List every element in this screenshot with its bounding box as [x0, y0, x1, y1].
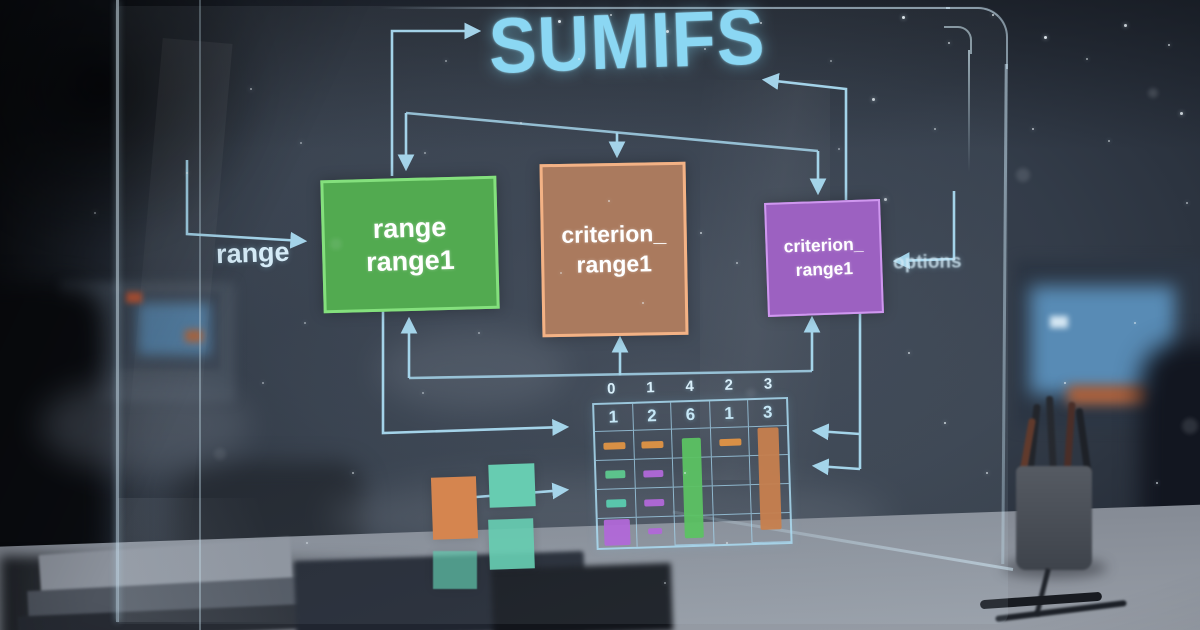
table-cell [596, 488, 636, 519]
swatch-teal-reflection [433, 551, 477, 589]
box-criterion2-line2: range1 [795, 257, 854, 280]
table-cell [635, 487, 674, 518]
table-bar-green-tall [681, 437, 704, 539]
table-bar-teal [605, 499, 627, 508]
right-screen-spot [1050, 316, 1068, 328]
table-bar-orange [603, 441, 626, 450]
swatch-orange [430, 476, 479, 540]
panel-corner-inner [944, 26, 972, 54]
panel-corner [946, 7, 1008, 69]
table-cell [710, 427, 750, 458]
table-cell-value: 2 [632, 402, 672, 431]
distribute-line [405, 111, 819, 153]
pencil-cup [1016, 466, 1092, 570]
swatch-teal [488, 463, 536, 508]
left-screen-glow [138, 303, 210, 355]
arrow-green-to-title [390, 22, 482, 176]
table-column: 3 [748, 399, 791, 544]
panel-edge-left-inner [199, 0, 201, 630]
options-label: options [892, 251, 962, 274]
table-header-value: 0 [606, 380, 616, 398]
swatch-teal [488, 518, 535, 570]
panel-edge-left [116, 0, 119, 622]
table-bar-orange [718, 437, 742, 446]
table-cell [636, 517, 674, 546]
page-title: SUMIFS [487, 0, 767, 90]
table-bar-purple-block [603, 518, 631, 546]
collect-line [408, 369, 813, 380]
chair-headrest [585, 368, 750, 450]
panel-edge-right-inner [967, 50, 970, 172]
box-criterion2-line1: criterion_ [783, 233, 864, 257]
table-bar-green [605, 470, 626, 479]
table-header-value: 3 [763, 375, 773, 393]
table-cell [712, 485, 752, 516]
table-column: 1 [594, 403, 638, 548]
table-bar-purple [643, 469, 664, 478]
table-cell [598, 518, 636, 547]
table-cell-value: 1 [594, 403, 633, 433]
box-range-line1: range [372, 212, 447, 245]
table-bar-brown-tall [757, 427, 782, 530]
table-cell [633, 429, 673, 460]
table-bar-orange [641, 440, 664, 449]
table-cell [634, 458, 673, 489]
table-column: 1 [709, 400, 753, 545]
left-screen-spot [185, 330, 203, 342]
box-criterion1: criterion_ range1 [539, 161, 689, 338]
table-column: 2 [632, 402, 676, 547]
right-screen-spot [1068, 386, 1150, 404]
panel-edge-top [380, 7, 950, 9]
table-cell [594, 430, 634, 462]
arrow-green-to-table [381, 306, 570, 436]
range-label: range [215, 236, 291, 270]
arrow-options-label [892, 191, 956, 270]
table-header-value: 4 [685, 377, 695, 396]
table-cell [711, 456, 751, 487]
chair-headrest [40, 378, 250, 473]
box-range: range range1 [320, 175, 500, 314]
arrow-into-table-right-2 [811, 458, 861, 476]
table-cell-value: 6 [671, 401, 710, 430]
table-bar-purple [644, 498, 665, 507]
box-criterion2: criterion_ range1 [764, 199, 884, 317]
left-screen-spot [126, 292, 142, 303]
box-criterion1-line1: criterion_ [561, 219, 667, 248]
table-header-value: 1 [645, 379, 655, 397]
arrow-range-label [185, 160, 308, 249]
box-criterion1-line2: range1 [576, 249, 653, 278]
box-range-line2: range1 [365, 244, 456, 277]
table-header-value: 2 [724, 376, 734, 394]
table-cell [713, 514, 751, 543]
table-column: 6 [671, 401, 715, 546]
glass-reflection [118, 498, 378, 622]
table-cell-value: 1 [709, 400, 749, 429]
table-cell [595, 459, 635, 491]
arrow-into-table-right-1 [811, 423, 861, 441]
table-bar-purple-sm [648, 527, 663, 535]
table-cell-value: 3 [748, 399, 787, 428]
arrow-purple-to-title [761, 73, 848, 200]
